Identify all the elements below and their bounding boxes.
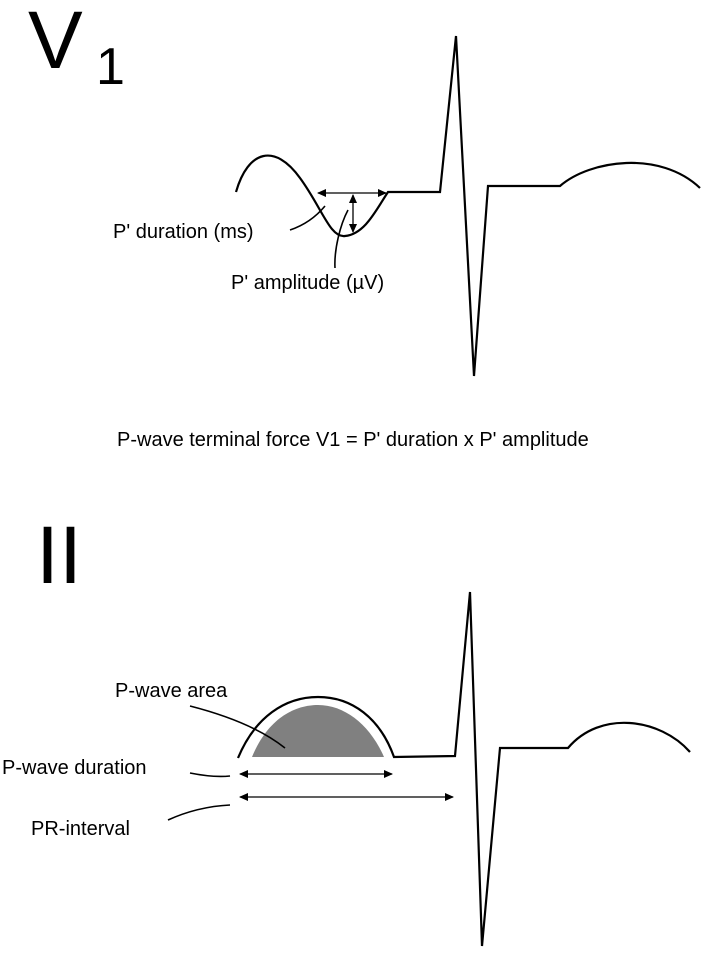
pr-interval-label: PR-interval xyxy=(31,818,130,840)
p-prime-amplitude-label: P' amplitude (µV) xyxy=(231,272,384,294)
lead-v1-letter: V xyxy=(28,0,83,86)
ii-ecg-trace xyxy=(236,591,691,947)
lead-v1-subscript: 1 xyxy=(96,38,125,96)
p-prime-duration-leader xyxy=(289,205,326,231)
p-prime-amplitude-leader xyxy=(334,209,349,269)
v1-ecg-trace xyxy=(234,35,701,377)
pr-interval-leader xyxy=(167,804,231,821)
lead-ii-label: II xyxy=(36,510,82,601)
p-wave-area-label: P-wave area xyxy=(115,680,228,702)
p-wave-duration-label: P-wave duration xyxy=(2,757,147,779)
lead-v1-panel: V 1 P' duration (ms) P' amplitude (µV) xyxy=(28,0,701,377)
p-prime-duration-label: P' duration (ms) xyxy=(113,221,254,243)
p-wave-duration-leader xyxy=(189,772,231,778)
p-wave-area-fill xyxy=(252,705,384,757)
lead-ii-panel: II P-wave area P-wave duration PR-interv… xyxy=(2,510,691,947)
p-wave-area-leader xyxy=(189,705,286,749)
ptf-formula: P-wave terminal force V1 = P' duration x… xyxy=(117,429,589,451)
